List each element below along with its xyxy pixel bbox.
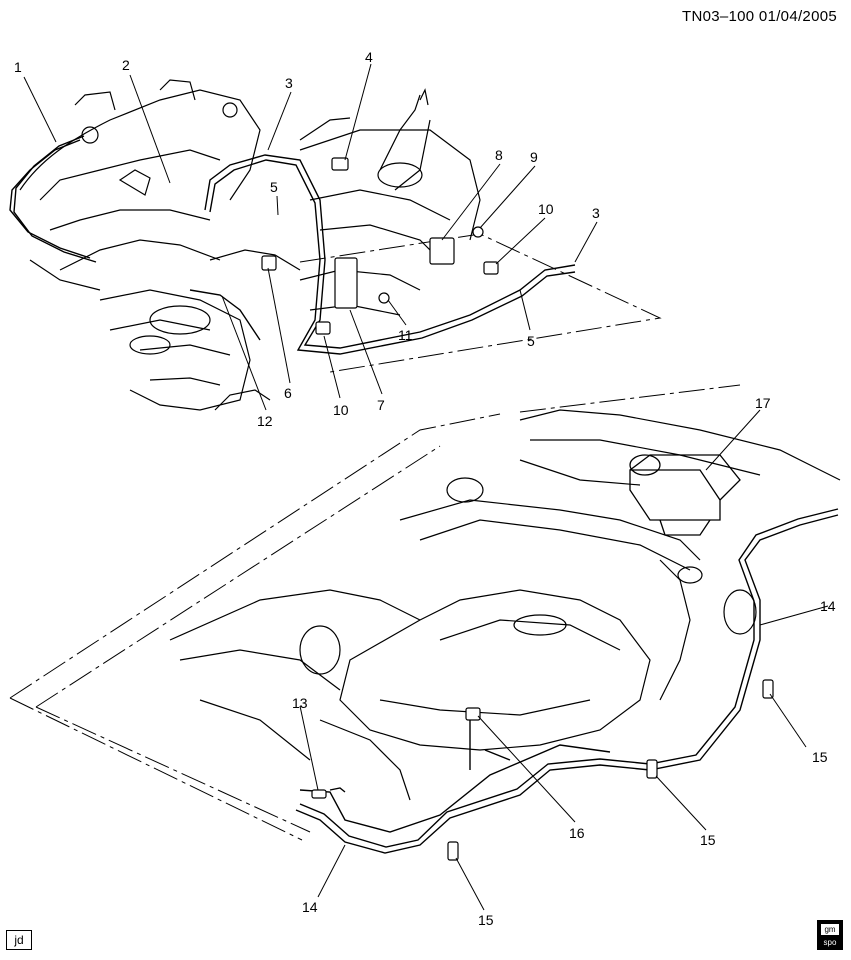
callout-15b: 15 xyxy=(700,832,716,848)
clip-15-a xyxy=(762,679,774,699)
callout-9: 9 xyxy=(530,149,538,165)
gm-spo-logo: gm spo xyxy=(817,920,843,950)
callout-13: 13 xyxy=(292,695,308,711)
clip-10-b xyxy=(315,321,331,335)
callout-5: 5 xyxy=(270,179,278,195)
nut-11 xyxy=(378,292,390,304)
clip-15-c xyxy=(447,841,459,861)
callout-5b: 5 xyxy=(527,333,535,349)
callout-15: 15 xyxy=(812,749,828,765)
bracket-8 xyxy=(429,237,455,265)
logo-top-text: gm xyxy=(821,924,839,935)
callout-15c: 15 xyxy=(478,912,494,928)
diagram-code-header: TN03–100 01/04/2005 xyxy=(682,8,837,25)
corner-tag: jd xyxy=(6,930,32,950)
callout-7: 7 xyxy=(377,397,385,413)
callout-10: 10 xyxy=(538,201,554,217)
callout-16: 16 xyxy=(569,825,585,841)
callout-8: 8 xyxy=(495,147,503,163)
callout-12: 12 xyxy=(257,413,273,429)
fuel-tank-frame xyxy=(169,409,841,801)
callout-11: 11 xyxy=(398,327,413,343)
fuel-line-lower xyxy=(295,508,839,854)
transmission-assembly xyxy=(299,88,481,316)
callout-1: 1 xyxy=(14,59,22,75)
callout-14b: 14 xyxy=(302,899,318,915)
clip-4 xyxy=(331,157,349,171)
nut-9 xyxy=(472,226,484,238)
diagram-date: 01/04/2005 xyxy=(758,8,837,25)
callout-3b: 3 xyxy=(592,205,600,221)
callout-17: 17 xyxy=(755,395,771,411)
bracket-7 xyxy=(334,257,358,309)
callout-2: 2 xyxy=(122,57,130,73)
logo-bottom-text: spo xyxy=(823,938,837,947)
leader-lines xyxy=(23,63,829,911)
clip-6 xyxy=(261,255,277,271)
fitting-13 xyxy=(311,789,327,799)
clips xyxy=(261,157,774,861)
fitting-16 xyxy=(465,707,481,721)
evap-canister xyxy=(629,454,741,536)
fuel-line-upper xyxy=(9,135,576,355)
engine-assembly xyxy=(19,79,301,411)
diagram-code: TN03–100 xyxy=(682,8,755,25)
callout-14: 14 xyxy=(820,598,836,614)
callout-4: 4 xyxy=(365,49,373,65)
dashed-frame xyxy=(9,233,741,841)
callout-10b: 10 xyxy=(333,402,349,418)
clip-15-b xyxy=(646,759,658,779)
callout-labels: 1 2 3 4 5 8 9 10 3 5 11 6 10 7 12 17 14 … xyxy=(14,49,836,928)
clip-10-a xyxy=(483,261,499,275)
callout-3: 3 xyxy=(285,75,293,91)
callout-6: 6 xyxy=(284,385,292,401)
